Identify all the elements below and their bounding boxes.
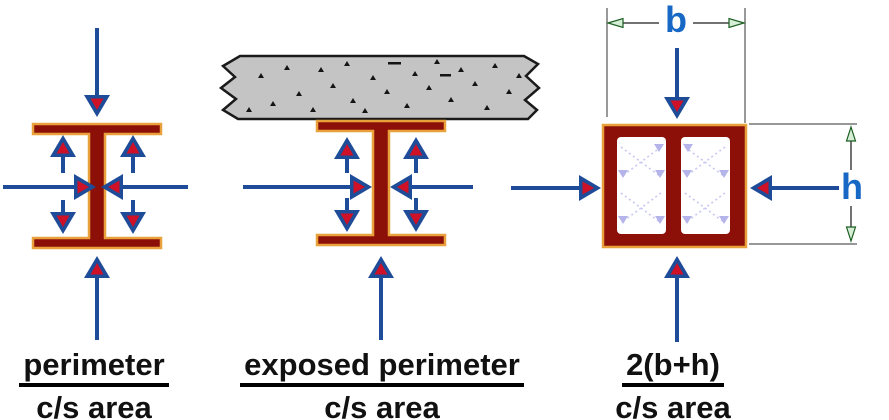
section-factor-label-perimeter: perimeter c/s area [8,349,180,420]
internal-radiation-marks [618,144,729,224]
fraction-denominator: c/s area [36,390,152,420]
ibeam-section [315,119,447,247]
dimension-b-label: b [665,0,687,40]
box-ibeam-panel [511,8,857,342]
concrete-slab [218,54,541,121]
dimension-b [605,8,747,123]
heat-arrows [511,48,839,342]
dim-arrow-down-icon [845,226,857,243]
box-section [601,123,748,249]
dim-arrow-left-icon [605,17,624,29]
slab-ibeam-panel [218,54,541,340]
fraction-numerator: exposed perimeter [240,349,524,387]
ibeam-section [31,122,163,250]
bare-ibeam-panel [3,28,188,340]
heat-arrows [243,137,473,340]
dimension-h-label: h [841,166,863,207]
dimension-h [749,123,857,245]
section-factor-label-box: 2(b+h) c/s area [598,349,748,420]
heat-arrows [3,28,188,340]
section-factor-label-exposed-perimeter: exposed perimeter c/s area [227,349,537,420]
fraction-numerator: 2(b+h) [622,349,724,387]
slab-aggregate-speckles [246,59,522,113]
fraction-denominator: c/s area [615,390,731,420]
dim-arrow-right-icon [728,17,747,29]
fraction-numerator: perimeter [19,349,169,387]
dim-arrow-up-icon [845,125,857,142]
fraction-denominator: c/s area [324,390,440,420]
